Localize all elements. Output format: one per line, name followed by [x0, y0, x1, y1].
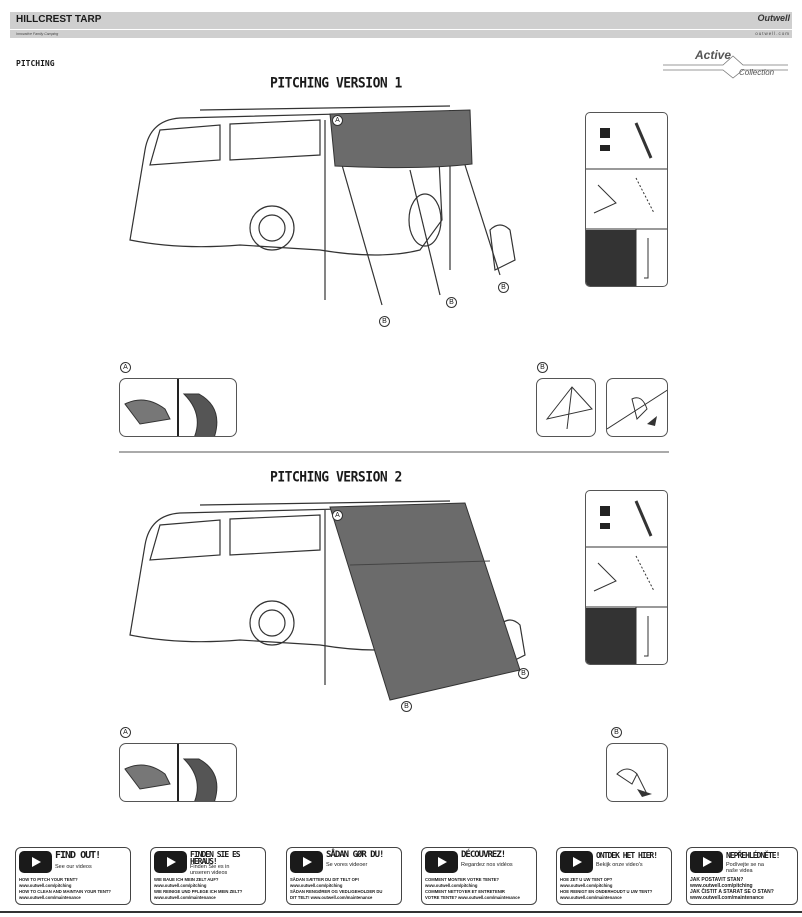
section-title: PITCHING — [16, 59, 55, 68]
detail-b-label: B — [537, 362, 548, 373]
accessories-panel-1 — [585, 112, 668, 287]
callout-a: A — [332, 510, 343, 521]
detail-b-label: B — [611, 727, 622, 738]
footer-rule — [0, 911, 802, 913]
video-box-de[interactable]: FINDEN SIE ES HERAUS!Finden Sie es in un… — [150, 847, 266, 905]
brand-logo: Outwell — [757, 13, 790, 23]
youtube-play-icon[interactable] — [690, 851, 723, 873]
video-box-cs[interactable]: NEPŘEHLÉDNĚTE!Podívejte se na naše videa… — [686, 847, 798, 905]
callout-a: A — [332, 115, 343, 126]
accessories-panel-2 — [585, 490, 668, 665]
section-divider — [119, 451, 669, 453]
van-awning-illustration-2 — [129, 500, 526, 701]
detail-a-panel — [119, 378, 237, 437]
youtube-play-icon[interactable] — [19, 851, 52, 873]
youtube-play-icon[interactable] — [290, 851, 323, 873]
detail-b-panel-2 — [606, 378, 668, 437]
detail-a-panel — [119, 743, 237, 802]
detail-b-panel-1 — [536, 378, 596, 437]
version2-title: PITCHING VERSION 2 — [270, 469, 402, 486]
callout-b: B — [401, 701, 412, 712]
document-title: HILLCREST TARP — [16, 14, 102, 25]
callout-b: B — [379, 316, 390, 327]
tagline: Innovative Family Camping — [16, 32, 59, 36]
collection-logo: Active Collection — [663, 48, 788, 82]
callout-b: B — [518, 668, 529, 679]
version1-title: PITCHING VERSION 1 — [270, 75, 402, 92]
van-awning-illustration-1 — [129, 105, 516, 306]
youtube-play-icon[interactable] — [154, 851, 187, 873]
detail-b-panel — [606, 743, 668, 802]
brand-url: outwell.com — [755, 31, 790, 36]
detail-a-label: A — [120, 727, 131, 738]
youtube-play-icon[interactable] — [425, 851, 458, 873]
detail-a-label: A — [120, 362, 131, 373]
callout-b: B — [498, 282, 509, 293]
header-bar — [10, 12, 792, 38]
callout-b: B — [446, 297, 457, 308]
youtube-play-icon[interactable] — [560, 851, 593, 873]
